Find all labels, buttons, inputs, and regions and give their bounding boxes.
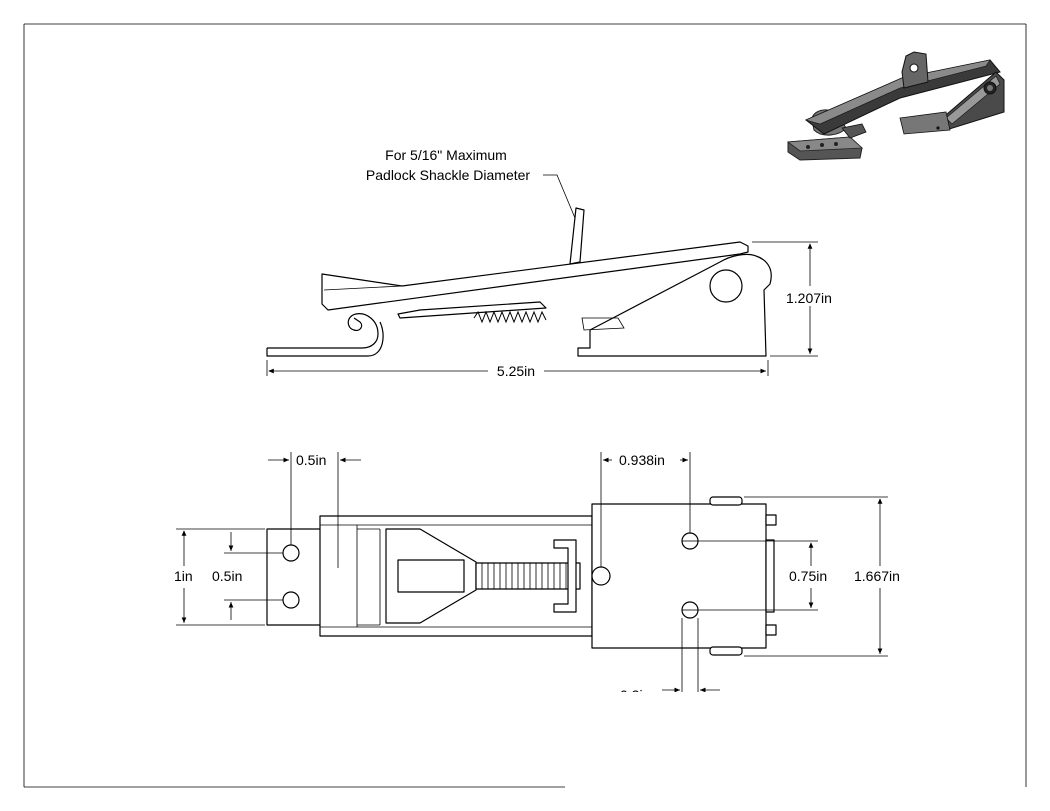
pivot-offset-dimension: 0.938in: [619, 452, 665, 468]
hole-spacing-dimension: 0.5in: [296, 452, 326, 468]
pivot-pin: [709, 269, 743, 303]
sheet-border: [23, 23, 1027, 788]
keeper-hole-spacing-dimension: 0.75in: [789, 568, 827, 584]
length-dimension: 5.25in: [497, 363, 535, 379]
plate-width-dimension: 1in: [174, 568, 193, 584]
callout-line-2: Padlock Shackle Diameter: [366, 167, 531, 183]
height-dimension: 1.207in: [786, 290, 832, 306]
side-view: [266, 207, 772, 357]
side-view-dimensions: 1.207in 5.25in: [266, 241, 832, 379]
keeper-hook: [266, 313, 384, 357]
top-view: [266, 496, 777, 656]
isometric-preview: [786, 51, 1005, 161]
plate-hole-spacing-dimension: 0.5in: [212, 568, 242, 584]
spring: [473, 310, 547, 324]
callout-line-1: For 5/16" Maximum: [385, 147, 507, 163]
padlock-tab: [569, 207, 585, 265]
base-bracket-top: [591, 503, 767, 649]
top-view-dimensions: 0.5in 0.938in 1in 0.5in 0.75in 1.667in: [174, 452, 900, 712]
padlock-callout: For 5/16" Maximum Padlock Shackle Diamet…: [366, 147, 576, 219]
overall-width-dimension: 1.667in: [854, 568, 900, 584]
latch-lever: [321, 241, 749, 311]
threaded-rod: [475, 562, 581, 590]
